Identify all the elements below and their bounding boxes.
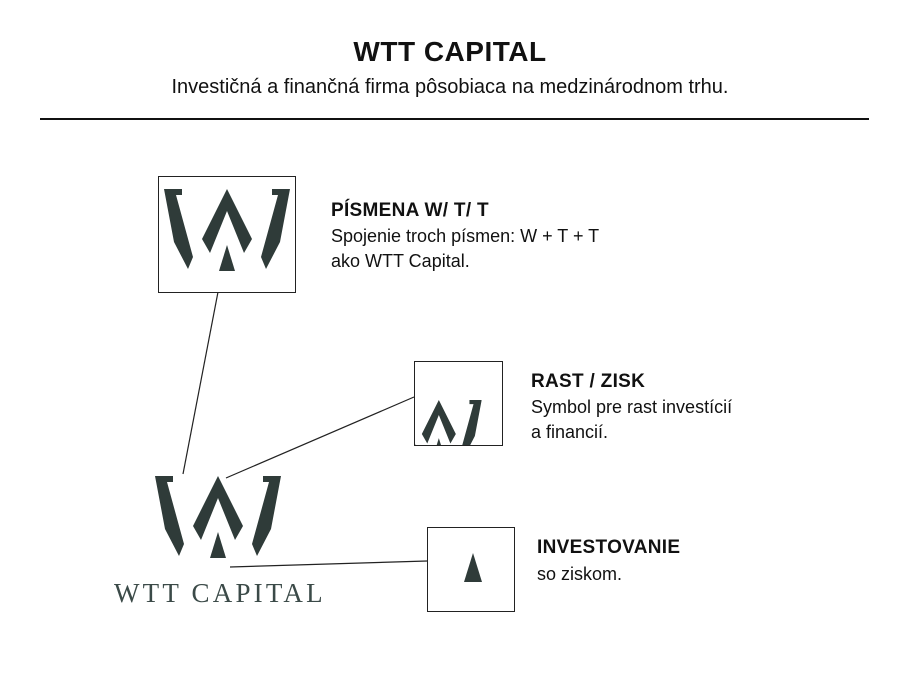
letters-desc-line-1: Spojenie troch písmen: W + T + T: [331, 226, 600, 246]
investment-arrow-icon: [464, 553, 482, 582]
connector-letters: [182, 291, 219, 475]
letters-desc-line-2: ako WTT Capital.: [331, 251, 470, 271]
growth-title: RAST / ZISK: [531, 371, 646, 392]
growth-arrow-icon: [414, 400, 482, 446]
invest-title: INVESTOVANIE: [537, 537, 681, 558]
invest-box: [427, 527, 515, 612]
wtt-logo-icon: [155, 476, 281, 558]
growth-desc-line-1: Symbol pre rast investícií: [531, 397, 733, 417]
connector-invest: [229, 560, 428, 568]
header-divider: [40, 118, 869, 120]
growth-box: [414, 361, 503, 446]
invest-desc-line-1: so ziskom.: [537, 564, 623, 584]
letters-box: [158, 176, 296, 293]
letters-title: PÍSMENA W/ T/ T: [331, 200, 489, 221]
connector-growth: [225, 396, 415, 479]
wtt-letters-icon: [164, 189, 290, 271]
page-title: WTT CAPITAL: [353, 36, 547, 67]
growth-desc-line-2: a financií.: [531, 422, 609, 442]
logo-wordmark: WTT CAPITAL: [114, 578, 326, 608]
page-subtitle: Investičná a finančná firma pôsobiaca na…: [171, 76, 729, 98]
